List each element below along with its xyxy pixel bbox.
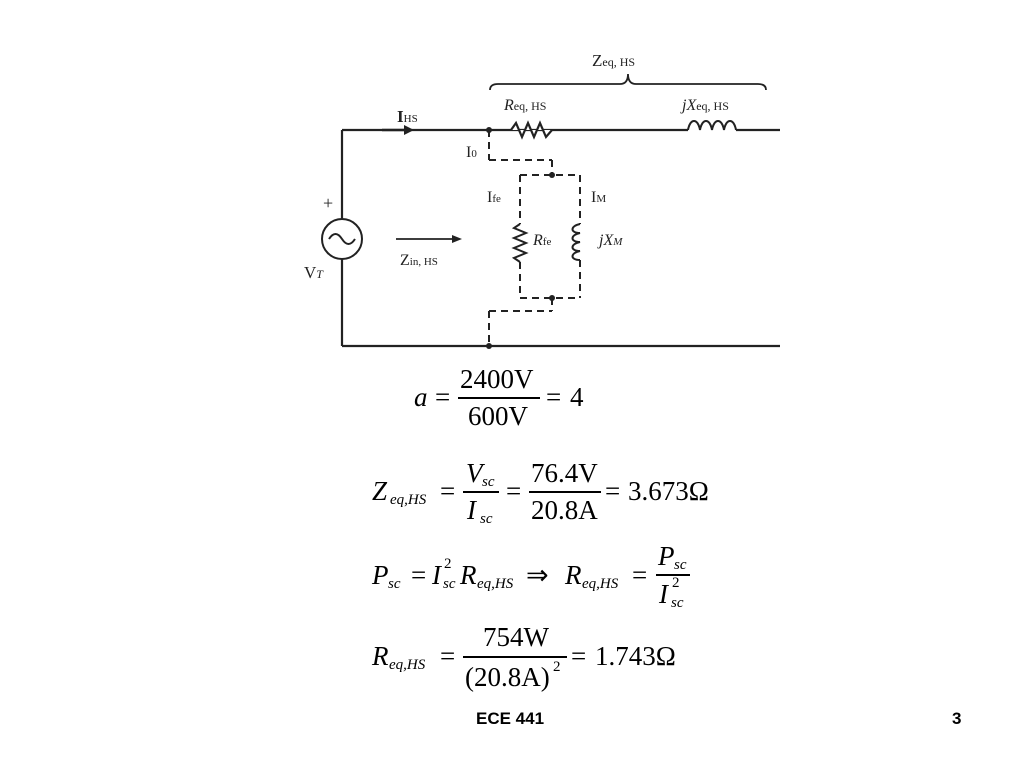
- eq3-den: I: [659, 579, 668, 609]
- eq3-p-sub: sc: [388, 576, 401, 592]
- label-jx-m: jXM: [597, 232, 623, 249]
- label-v-t: VT: [304, 263, 324, 282]
- eq2-lhs: Z: [372, 476, 388, 506]
- footer-course: ECE 441: [476, 709, 545, 728]
- eq3-num-sub: sc: [674, 557, 687, 573]
- eq3-den-sup: 2: [672, 575, 680, 591]
- eq3-i-sup: 2: [444, 556, 452, 572]
- excitation-branch: [488, 130, 581, 346]
- eq2-num1: V: [466, 458, 483, 488]
- eq2-fraction-bar-2: [529, 491, 601, 493]
- eq2-lhs-sub: eq,HS: [390, 492, 427, 508]
- label-r-eq: Req, HS: [503, 97, 546, 114]
- eq2-den2: 20.8A: [531, 495, 598, 525]
- resistor-rfe-icon: [511, 223, 529, 263]
- eq4-fraction-bar: [463, 656, 567, 658]
- eq2-fraction-bar-1: [463, 491, 499, 493]
- eq3-implies: ⇒: [526, 560, 549, 590]
- zeq-brace: [489, 73, 767, 91]
- zin-arrow-icon: [452, 235, 462, 243]
- eq3-r2: R: [565, 560, 582, 590]
- label-i-hs: IHS: [397, 107, 418, 126]
- label-plus: +: [323, 193, 333, 213]
- eq3-den-sub: sc: [671, 595, 684, 611]
- eq3-equals: =: [411, 560, 427, 590]
- eq1-fraction-bar: [458, 397, 540, 399]
- eq3-r: R: [460, 560, 477, 590]
- eq4-den-sup: 2: [553, 659, 561, 675]
- current-arrow-icon: [404, 125, 414, 135]
- label-i-m: IM: [591, 189, 606, 206]
- eq1-result: 4: [570, 382, 584, 412]
- inductor-jxeq-icon: [687, 120, 737, 131]
- eq2-equals: =: [440, 476, 456, 506]
- ac-source-icon: [321, 218, 363, 260]
- eq3-p: P: [372, 560, 389, 590]
- label-jx-eq: jXeq, HS: [680, 97, 729, 114]
- eq1-lhs: a: [414, 382, 428, 412]
- label-z-eq: Zeq, HS: [592, 51, 635, 70]
- footer-page-number: 3: [952, 709, 962, 728]
- eq3-r-sub: eq,HS: [477, 576, 514, 592]
- eq3-i: I: [432, 560, 441, 590]
- eq2-equals-3: =: [605, 476, 621, 506]
- circuit-schematic: IHS Zeq, HS Req, HS jXeq, HS I0 Ife IM R…: [304, 51, 780, 349]
- circuit-diagram: IHS Zeq, HS Req, HS jXeq, HS I0 Ife IM R…: [286, 32, 780, 384]
- label-r-fe: Rfe: [532, 232, 551, 249]
- eq1-equals: =: [435, 382, 451, 412]
- eq4-numerator: 754W: [483, 622, 549, 652]
- eq4-lhs-sub: eq,HS: [389, 657, 426, 673]
- eq1-equals-2: =: [546, 382, 562, 412]
- eq3-fraction-bar: [656, 574, 690, 576]
- eq4-lhs: R: [372, 641, 389, 671]
- eq2-num1-sub: sc: [482, 474, 495, 490]
- eq2-den1: I: [467, 495, 476, 525]
- eq1-denominator: 600V: [468, 401, 528, 431]
- eq3-equals-2: =: [632, 560, 648, 590]
- eq2-equals-2: =: [506, 476, 522, 506]
- inductor-jxm-icon: [571, 223, 581, 261]
- eq2-den1-sub: sc: [480, 511, 493, 527]
- junction-dots: [486, 127, 555, 349]
- label-i-0: I0: [466, 144, 477, 161]
- label-z-in: Zin, HS: [400, 252, 438, 269]
- eq2-num2: 76.4V: [531, 458, 598, 488]
- eq4-equals-2: =: [571, 641, 587, 671]
- eq3-num: P: [658, 541, 675, 571]
- eq4-denominator: (20.8A): [465, 662, 550, 692]
- label-i-fe: Ife: [487, 189, 501, 206]
- eq3-r2-sub: eq,HS: [582, 576, 619, 592]
- eq4-equals: =: [440, 641, 456, 671]
- eq4-result: 1.743Ω: [595, 641, 676, 671]
- eq2-result: 3.673Ω: [628, 476, 709, 506]
- eq3-i-sub: sc: [443, 576, 456, 592]
- resistor-req-icon: [510, 120, 553, 140]
